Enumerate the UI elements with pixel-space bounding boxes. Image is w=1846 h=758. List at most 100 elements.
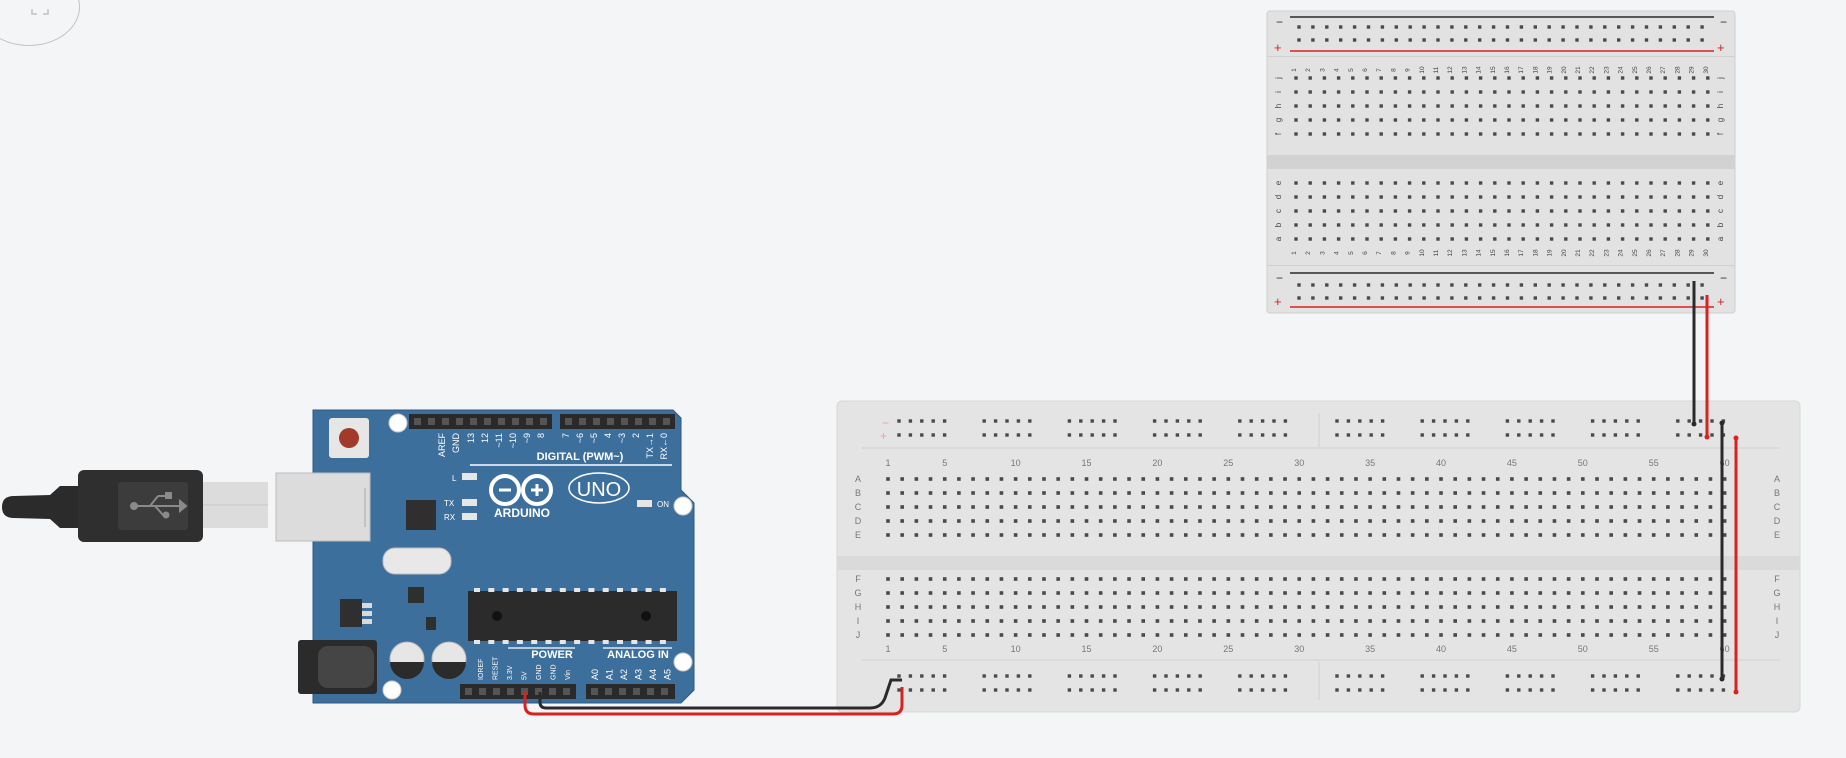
terminal-hole[interactable] xyxy=(1084,577,1089,581)
terminal-hole[interactable] xyxy=(1450,132,1454,136)
terminal-hole[interactable] xyxy=(985,477,990,481)
terminal-hole[interactable] xyxy=(1464,209,1469,213)
rail-hole[interactable] xyxy=(1005,419,1009,423)
rail-hole[interactable] xyxy=(1369,433,1373,437)
terminal-hole[interactable] xyxy=(1564,76,1568,80)
terminal-hole[interactable] xyxy=(1240,633,1245,637)
terminal-hole[interactable] xyxy=(1637,619,1642,623)
terminal-hole[interactable] xyxy=(886,633,890,637)
terminal-hole[interactable] xyxy=(1592,90,1596,94)
terminal-hole[interactable] xyxy=(971,619,975,623)
rail-hole[interactable] xyxy=(1686,283,1690,287)
rail-hole[interactable] xyxy=(920,433,924,437)
header-pin[interactable] xyxy=(484,418,491,425)
terminal-hole[interactable] xyxy=(914,619,919,623)
rail-hole[interactable] xyxy=(1590,674,1595,678)
terminal-hole[interactable] xyxy=(985,519,990,523)
terminal-hole[interactable] xyxy=(1521,209,1525,213)
terminal-hole[interactable] xyxy=(1155,519,1160,523)
rail-hole[interactable] xyxy=(1672,296,1676,300)
header-pin[interactable] xyxy=(512,418,519,425)
terminal-hole[interactable] xyxy=(1609,519,1613,523)
terminal-hole[interactable] xyxy=(1691,118,1696,122)
terminal-hole[interactable] xyxy=(1666,533,1670,537)
rail-hole[interactable] xyxy=(982,419,986,423)
terminal-hole[interactable] xyxy=(971,577,975,581)
terminal-hole[interactable] xyxy=(1651,577,1656,581)
terminal-hole[interactable] xyxy=(1013,577,1018,581)
rail-hole[interactable] xyxy=(1187,419,1191,423)
rail-hole[interactable] xyxy=(1710,688,1714,692)
terminal-hole[interactable] xyxy=(1706,118,1710,122)
terminal-hole[interactable] xyxy=(1538,505,1543,509)
rail-hole[interactable] xyxy=(1249,419,1253,423)
rail-hole[interactable] xyxy=(1175,419,1180,423)
terminal-hole[interactable] xyxy=(1651,477,1656,481)
terminal-hole[interactable] xyxy=(1422,195,1426,199)
terminal-hole[interactable] xyxy=(1311,577,1316,581)
terminal-hole[interactable] xyxy=(1365,76,1369,80)
rail-hole[interactable] xyxy=(942,433,947,437)
terminal-hole[interactable] xyxy=(1507,195,1511,199)
terminal-hole[interactable] xyxy=(1368,477,1372,481)
terminal-hole[interactable] xyxy=(1708,577,1713,581)
rail-hole[interactable] xyxy=(1561,283,1565,287)
terminal-hole[interactable] xyxy=(1666,477,1670,481)
terminal-hole[interactable] xyxy=(1595,477,1599,481)
rail-hole[interactable] xyxy=(1464,25,1468,29)
terminal-hole[interactable] xyxy=(886,619,890,623)
terminal-hole[interactable] xyxy=(1694,605,1699,609)
terminal-hole[interactable] xyxy=(914,633,919,637)
terminal-hole[interactable] xyxy=(1410,491,1415,495)
terminal-hole[interactable] xyxy=(1042,477,1046,481)
terminal-hole[interactable] xyxy=(1382,633,1387,637)
rail-hole[interactable] xyxy=(1198,433,1202,437)
terminal-hole[interactable] xyxy=(1379,90,1383,94)
terminal-hole[interactable] xyxy=(1425,533,1429,537)
terminal-hole[interactable] xyxy=(1297,519,1302,523)
terminal-hole[interactable] xyxy=(1606,104,1611,108)
rail-hole[interactable] xyxy=(1636,674,1640,678)
terminal-hole[interactable] xyxy=(1635,209,1639,213)
rail-hole[interactable] xyxy=(1380,283,1385,287)
terminal-hole[interactable] xyxy=(1393,223,1398,227)
rail-hole[interactable] xyxy=(1325,25,1329,29)
rail-hole[interactable] xyxy=(1450,296,1454,300)
terminal-hole[interactable] xyxy=(999,477,1004,481)
rail-hole[interactable] xyxy=(1358,674,1362,678)
rail-hole[interactable] xyxy=(1533,25,1537,29)
terminal-hole[interactable] xyxy=(1595,505,1599,509)
rail-hole[interactable] xyxy=(1297,296,1301,300)
terminal-hole[interactable] xyxy=(1606,209,1611,213)
terminal-hole[interactable] xyxy=(1538,619,1543,623)
terminal-hole[interactable] xyxy=(1609,477,1613,481)
terminal-hole[interactable] xyxy=(886,477,890,481)
terminal-hole[interactable] xyxy=(1722,533,1727,537)
rail-hole[interactable] xyxy=(1016,688,1021,692)
terminal-hole[interactable] xyxy=(1722,505,1727,509)
terminal-hole[interactable] xyxy=(1495,619,1500,623)
terminal-hole[interactable] xyxy=(1254,491,1259,495)
terminal-hole[interactable] xyxy=(1127,619,1131,623)
rail-hole[interactable] xyxy=(1113,419,1117,423)
terminal-hole[interactable] xyxy=(1606,76,1611,80)
terminal-hole[interactable] xyxy=(1649,118,1653,122)
header-pin[interactable] xyxy=(549,688,556,695)
terminal-hole[interactable] xyxy=(1322,76,1327,80)
terminal-hole[interactable] xyxy=(1325,605,1330,609)
terminal-hole[interactable] xyxy=(1595,519,1599,523)
terminal-hole[interactable] xyxy=(1113,491,1117,495)
terminal-hole[interactable] xyxy=(1595,633,1599,637)
terminal-hole[interactable] xyxy=(1269,519,1273,523)
rail-hole[interactable] xyxy=(1297,283,1301,287)
rail-hole[interactable] xyxy=(1005,674,1009,678)
rail-hole[interactable] xyxy=(1175,433,1180,437)
terminal-hole[interactable] xyxy=(971,633,975,637)
terminal-hole[interactable] xyxy=(1694,591,1699,595)
rail-hole[interactable] xyxy=(1519,296,1524,300)
terminal-hole[interactable] xyxy=(1226,577,1231,581)
terminal-hole[interactable] xyxy=(1169,619,1174,623)
rail-hole[interactable] xyxy=(1505,419,1510,423)
rail-hole[interactable] xyxy=(1636,433,1640,437)
terminal-hole[interactable] xyxy=(1566,519,1571,523)
